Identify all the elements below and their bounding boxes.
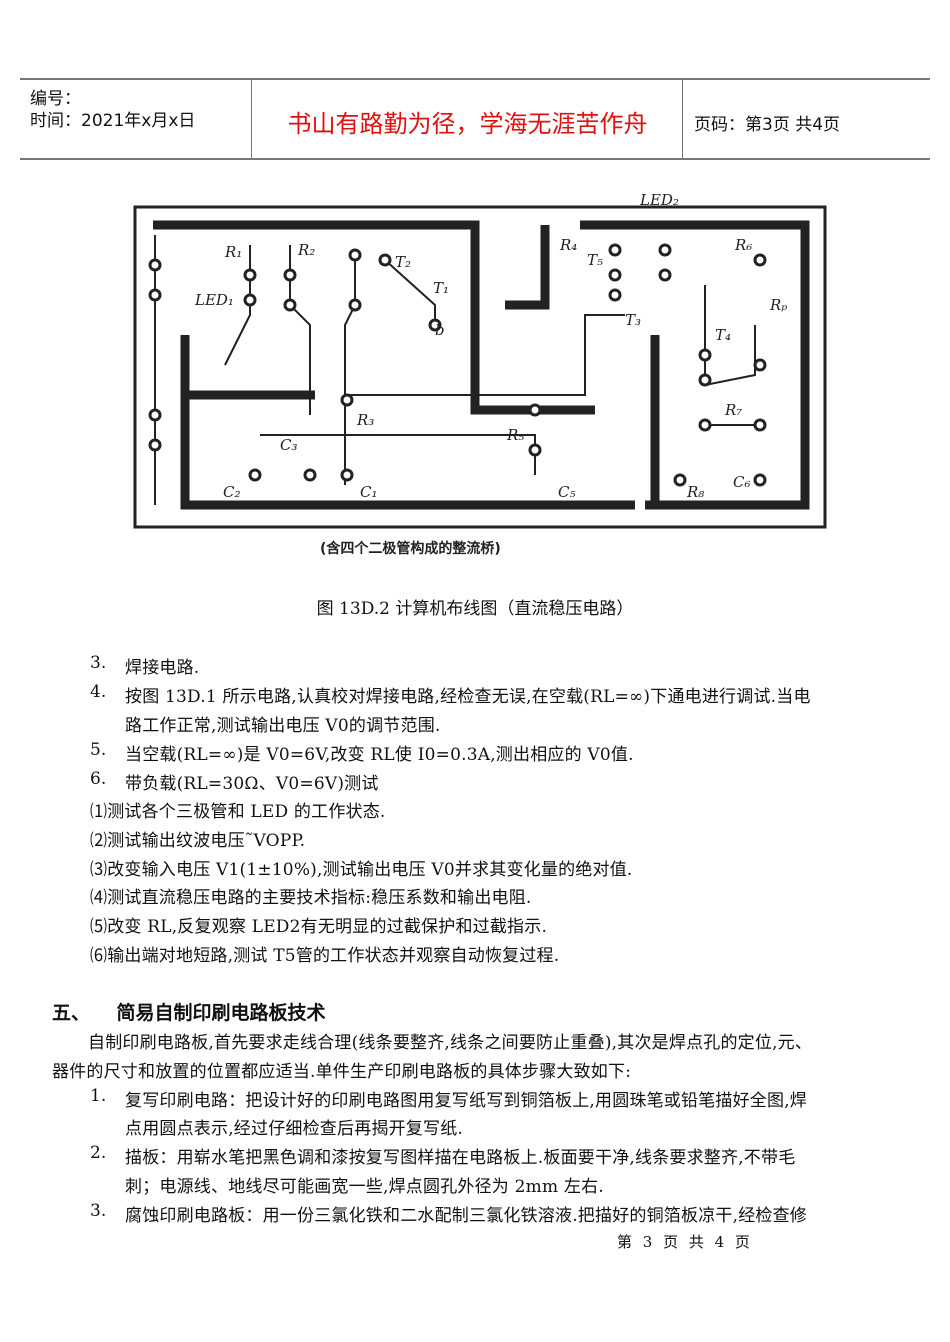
step-text: 路工作正常,测试输出电压 V0的调节范围. bbox=[125, 716, 441, 736]
date-label: 时间：2021年x月x日 bbox=[30, 111, 196, 131]
page-footer: 第 3 页 共 4 页 bbox=[617, 1233, 753, 1251]
figure-caption: 图 13D.2 计算机布线图（直流稳压电路） bbox=[316, 599, 634, 619]
label-c3: C₃ bbox=[280, 436, 298, 454]
step-text: 带负载(RL=30Ω、V0=6V)测试 bbox=[125, 774, 379, 794]
label-c5: C₅ bbox=[558, 483, 576, 501]
label-t3: T₃ bbox=[625, 311, 641, 329]
step-text: 刺；电源线、地线尽可能画宽一些,焊点圆孔外径为 2mm 左右. bbox=[125, 1177, 604, 1197]
sub-item: ⑷测试直流稳压电路的主要技术指标:稳压系数和输出电阻. bbox=[90, 888, 532, 908]
label-c6: C₆ bbox=[733, 473, 751, 491]
label-r7: R₇ bbox=[724, 401, 742, 419]
step-number: 5. bbox=[90, 740, 107, 760]
step-text: 复写印刷电路：把设计好的印刷电路图用复写纸写到铜箔板上,用圆珠笔或铅笔描好全图,… bbox=[125, 1091, 808, 1111]
label-led2: LED₂ bbox=[639, 191, 679, 209]
pcb-layout-figure: LED₂ R₁ R₂ T₂ T₁ LED₁ C₃ C₂ C₁ R₃ R₄ T₅ … bbox=[133, 191, 827, 557]
step-number: 3. bbox=[90, 653, 107, 673]
page-indicator: 页码：第3页 共4页 bbox=[694, 115, 841, 135]
section-heading: 五、 简易自制印刷电路板技术 bbox=[52, 1002, 326, 1024]
sub-item: ⑹输出端对地短路,测试 T5管的工作状态并观察自动恢复过程. bbox=[90, 946, 560, 966]
label-c2: C₂ bbox=[223, 483, 241, 501]
divider bbox=[251, 80, 252, 158]
step-text: 点用圆点表示,经过仔细检查后再揭开复写纸. bbox=[125, 1119, 464, 1139]
label-rp: Rₚ bbox=[769, 296, 787, 314]
divider bbox=[682, 80, 683, 158]
step-text: 焊接电路. bbox=[125, 658, 200, 678]
label-r1: R₁ bbox=[224, 243, 242, 261]
label-r2: R₂ bbox=[297, 241, 315, 259]
label-b: b bbox=[435, 321, 445, 339]
page-header: 编号： 时间：2021年x月x日 书山有路勤为径，学海无涯苦作舟 页码：第3页 … bbox=[20, 78, 930, 160]
label-r3: R₃ bbox=[356, 411, 374, 429]
step-text: 描板：用崭水笔把黑色调和漆按复写图样描在电路板上.板面要干净,线条要求整齐,不带… bbox=[125, 1148, 796, 1168]
step-number: 3. bbox=[90, 1201, 107, 1221]
paragraph-line: 自制印刷电路板,首先要求走线合理(线条要整齐,线条之间要防止重叠),其次是焊点孔… bbox=[88, 1033, 813, 1053]
label-r4: R₄ bbox=[559, 236, 577, 254]
label-t4: T₄ bbox=[715, 326, 731, 344]
sub-item: ⑴测试各个三极管和 LED 的工作状态. bbox=[90, 802, 386, 822]
label-r5: R₅ bbox=[506, 426, 524, 444]
motto: 书山有路勤为径，学海无涯苦作舟 bbox=[287, 110, 648, 138]
sub-item: ⑶改变输入电压 V1(1±10%),测试输出电压 V0并求其变化量的绝对值. bbox=[90, 860, 633, 880]
label-c1: C₁ bbox=[360, 483, 378, 501]
step-text: 腐蚀印刷电路板：用一份三氯化铁和二水配制三氯化铁溶液.把描好的铜箔板凉干,经检查… bbox=[125, 1206, 808, 1226]
paragraph-line: 器件的尺寸和放置的位置都应适当.单件生产印刷电路板的具体步骤大致如下: bbox=[52, 1062, 632, 1082]
label-r8: R₈ bbox=[686, 483, 704, 501]
step-number: 6. bbox=[90, 769, 107, 789]
doc-number-label: 编号： bbox=[30, 89, 81, 109]
label-led1: LED₁ bbox=[194, 291, 234, 309]
step-text: 当空载(RL=∞)是 V0=6V,改变 RL使 I0=0.3A,测出相应的 V0… bbox=[125, 745, 634, 765]
step-text: 按图 13D.1 所示电路,认真校对焊接电路,经检查无误,在空载(RL=∞)下通… bbox=[125, 687, 811, 707]
step-number: 1. bbox=[90, 1086, 107, 1106]
label-r6: R₆ bbox=[734, 236, 752, 254]
step-number: 4. bbox=[90, 682, 107, 702]
figure-note: (含四个二极管构成的整流桥) bbox=[320, 540, 501, 557]
label-t5: T₅ bbox=[587, 251, 603, 269]
sub-item: ⑸改变 RL,反复观察 LED2有无明显的过截保护和过截指示. bbox=[90, 917, 548, 937]
step-number: 2. bbox=[90, 1143, 107, 1163]
sub-item: ⑵测试输出纹波电压˜VOPP. bbox=[90, 831, 306, 851]
label-t2: T₂ bbox=[395, 253, 411, 271]
label-t1: T₁ bbox=[433, 279, 449, 297]
